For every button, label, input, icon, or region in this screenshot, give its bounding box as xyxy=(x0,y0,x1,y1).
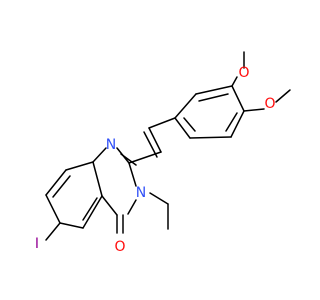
bond xyxy=(128,162,137,187)
bond xyxy=(59,222,84,229)
bond xyxy=(92,147,107,163)
bond xyxy=(243,108,265,112)
bond xyxy=(65,161,94,171)
bond xyxy=(127,199,137,215)
bond xyxy=(230,110,245,138)
bond xyxy=(231,76,238,87)
aromatic-bond xyxy=(225,112,238,132)
bond xyxy=(92,161,103,197)
atom-label-O3: O xyxy=(114,239,125,255)
atom-label-I1: I xyxy=(35,236,39,252)
bond xyxy=(82,197,98,221)
bond xyxy=(189,136,232,139)
bond xyxy=(120,153,137,166)
bond xyxy=(174,117,191,139)
bond xyxy=(52,175,71,198)
methoxy-groups xyxy=(231,51,291,112)
bond xyxy=(195,85,233,95)
bond xyxy=(45,222,61,241)
bond xyxy=(128,151,162,164)
bond xyxy=(149,192,169,205)
atom-label-O2: O xyxy=(264,96,275,112)
bond xyxy=(275,89,291,103)
atom-label-N2: N xyxy=(136,185,146,201)
bond xyxy=(143,131,158,158)
bond xyxy=(174,93,197,119)
dimethoxyphenyl-ring xyxy=(174,85,245,139)
quinazolinone-core xyxy=(45,147,169,241)
bond xyxy=(148,127,162,153)
bond xyxy=(45,169,67,196)
atom-label-N1: N xyxy=(106,137,116,153)
vinyl-linker xyxy=(128,117,176,164)
bond xyxy=(101,195,118,216)
structure-svg: O O O N N I xyxy=(35,51,291,255)
bond xyxy=(82,195,103,229)
aromatic-bond xyxy=(183,117,196,132)
molecule-diagram: O O O N N I xyxy=(35,51,291,255)
bond xyxy=(231,85,245,112)
bond xyxy=(45,194,61,224)
atom-label-O1: O xyxy=(238,65,249,81)
aromatic-bond xyxy=(198,93,229,102)
bond xyxy=(148,117,176,129)
